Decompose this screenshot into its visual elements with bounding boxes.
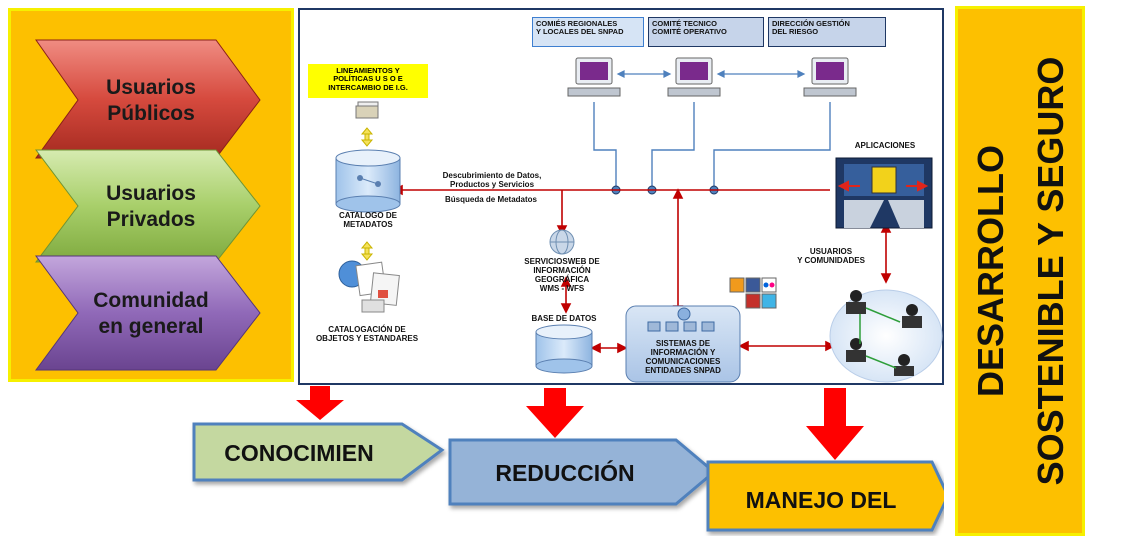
chevron-comunidad xyxy=(35,255,261,371)
down-arrow-2 xyxy=(526,388,584,438)
label-manejo: MANEJO DEL xyxy=(745,486,897,513)
header-comites-regionales: COMIÉS REGIONALES Y LOCALES DEL SNPAD xyxy=(532,17,644,47)
header-direccion-gestion: DIRECCIÓN GESTIÓN DEL RIESGO xyxy=(768,17,886,47)
social-media-icons xyxy=(729,277,777,309)
down-arrow-3 xyxy=(806,388,864,460)
users-communities-label: USUARIOS Y COMUNIDADES xyxy=(797,247,865,265)
label-usuarios-privados: Usuarios Privados xyxy=(106,182,196,231)
computer-icon-tecnico xyxy=(667,57,721,97)
catalog-label: CATALOGO DE METADATOS xyxy=(339,211,397,229)
computer-icon-regional xyxy=(567,57,621,97)
development-panel: DESARROLLO SOSTENIBLE Y SEGURO xyxy=(955,6,1085,536)
vertical-title: DESARROLLO SOSTENIBLE Y SEGURO xyxy=(970,57,1071,486)
diagram-graphics xyxy=(335,57,943,383)
policy-book-icon xyxy=(355,101,379,119)
label-conocimiento: CONOCIMIEN xyxy=(224,439,374,466)
down-arrows xyxy=(296,386,864,460)
title-line-2: SOSTENIBLE Y SEGURO xyxy=(1030,57,1071,486)
user-chevrons xyxy=(35,39,261,371)
database-icon xyxy=(535,324,593,374)
users-communities-icon xyxy=(829,289,943,383)
header-comite-tecnico: COMITÉ TECNICO COMITÉ OPERATIVO xyxy=(648,17,764,47)
title-line-1: DESARROLLO xyxy=(970,145,1011,397)
arrow-reduccion xyxy=(448,438,717,506)
computer-icon-direccion xyxy=(803,57,857,97)
bottom-flow xyxy=(192,386,944,532)
web-services-label: SERVICIOSWEB DE INFORMACIÓN GEOGRÁFICA W… xyxy=(524,257,600,293)
systems-box xyxy=(625,305,741,383)
globe-icon xyxy=(549,229,575,255)
computer-links xyxy=(616,70,806,78)
sdi-architecture-diagram: COMIÉS REGIONALES Y LOCALES DEL SNPAD CO… xyxy=(298,8,944,385)
catalog-link xyxy=(360,241,374,261)
arrow-manejo xyxy=(706,460,944,532)
catalogacion-icon xyxy=(338,260,400,313)
label-comunidad: Comunidad en general xyxy=(93,289,209,338)
discovery-label: Descubrimiento de Datos, Productos y Ser… xyxy=(442,171,542,189)
down-arrow-1 xyxy=(296,386,344,420)
arrow-conocimiento xyxy=(192,422,445,482)
users-panel: Usuarios Públicos Usuarios Privados Comu… xyxy=(8,8,294,382)
policy-label: LINEAMIENTOS Y POLÍTICAS U S O E INTERCA… xyxy=(308,64,428,98)
systems-label: SISTEMAS DE INFORMACIÓN Y COMUNICACIONES… xyxy=(645,339,721,375)
catalog-database-icon xyxy=(335,149,401,213)
database-label: BASE DE DATOS xyxy=(531,314,597,323)
label-reduccion: REDUCCIÓN xyxy=(495,459,635,486)
label-usuarios-publicos: Usuarios Públicos xyxy=(106,76,196,125)
policy-catalog-link xyxy=(360,127,374,147)
applications-label: APLICACIONES xyxy=(854,141,916,150)
applications-icon xyxy=(835,157,933,229)
bus-connectors xyxy=(593,102,831,190)
catalogacion-label: CATALOGACIÓN DE OBJETOS Y ESTANDARES xyxy=(315,325,419,343)
search-label: Búsqueda de Metadatos xyxy=(444,195,537,204)
